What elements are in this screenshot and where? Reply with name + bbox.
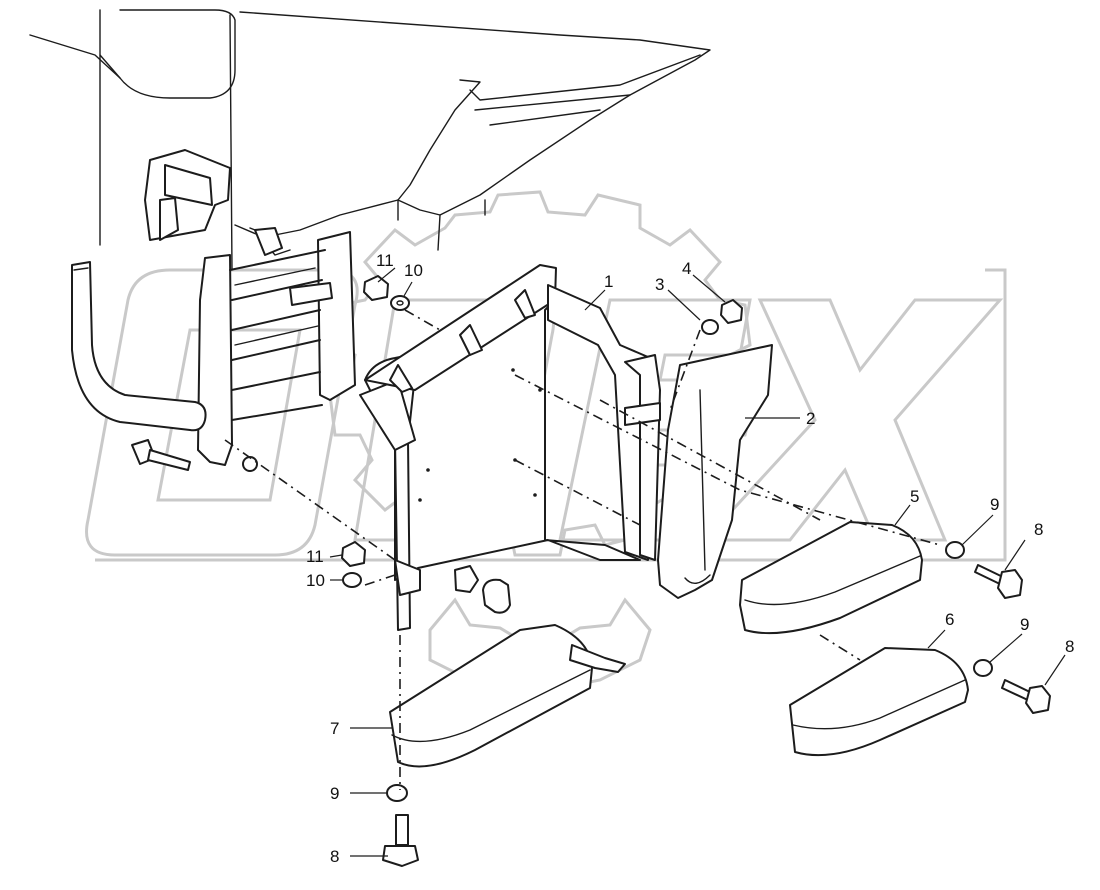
- bolt-8-right-upper: [974, 564, 1023, 599]
- washer-9-bottom: [386, 784, 408, 802]
- step-frame-main: [359, 264, 661, 631]
- callout-leaders: [329, 267, 1066, 857]
- upper-bracket: [144, 149, 291, 256]
- callout-9-bottom: 9: [330, 784, 339, 803]
- vehicle-body-outline: [29, 9, 711, 271]
- step-plate-6: [789, 647, 969, 757]
- step-plate-5: [739, 521, 923, 635]
- callout-7: 7: [330, 719, 339, 738]
- callout-10-upper: 10: [404, 261, 423, 280]
- nut-11-lower: [341, 541, 366, 567]
- callout-3: 3: [655, 275, 664, 294]
- washer-9-right-lower: [973, 659, 993, 677]
- callout-8-bottom: 8: [330, 847, 339, 866]
- nut-4: [720, 299, 743, 324]
- grab-handle: [71, 261, 207, 432]
- callout-1: 1: [604, 272, 613, 291]
- nut-11-upper: [363, 275, 389, 301]
- callout-9-right-lower: 9: [1020, 615, 1029, 634]
- side-cover-panel: [657, 344, 773, 599]
- watermark-letter-o: [85, 268, 359, 557]
- bolt-left: [131, 439, 258, 472]
- washer-10-upper: [390, 295, 410, 311]
- callout-11-upper: 11: [376, 251, 394, 270]
- callout-labels: 1 2 3 4 5 6 7 8 8 8 9 9 9 10 10 11 11: [306, 251, 1074, 866]
- washer-9-right-upper: [945, 541, 965, 559]
- callout-6: 6: [945, 610, 954, 629]
- bolt-8-right-lower: [1001, 679, 1051, 714]
- callout-10-lower: 10: [306, 571, 325, 590]
- step-frame-left: [197, 231, 356, 466]
- bolt-8-bottom: [382, 814, 419, 867]
- callout-4: 4: [682, 259, 691, 278]
- washer-10-lower: [342, 572, 362, 588]
- callout-9-right-upper: 9: [990, 495, 999, 514]
- callout-5: 5: [910, 487, 919, 506]
- step-plate-7: [389, 624, 626, 768]
- callout-11-lower: 11: [306, 547, 324, 566]
- callout-2: 2: [806, 409, 815, 428]
- callout-8-right-lower: 8: [1065, 637, 1074, 656]
- assembly-axes: [224, 309, 941, 790]
- callout-8-right-upper: 8: [1034, 520, 1043, 539]
- nut-3: [701, 319, 719, 335]
